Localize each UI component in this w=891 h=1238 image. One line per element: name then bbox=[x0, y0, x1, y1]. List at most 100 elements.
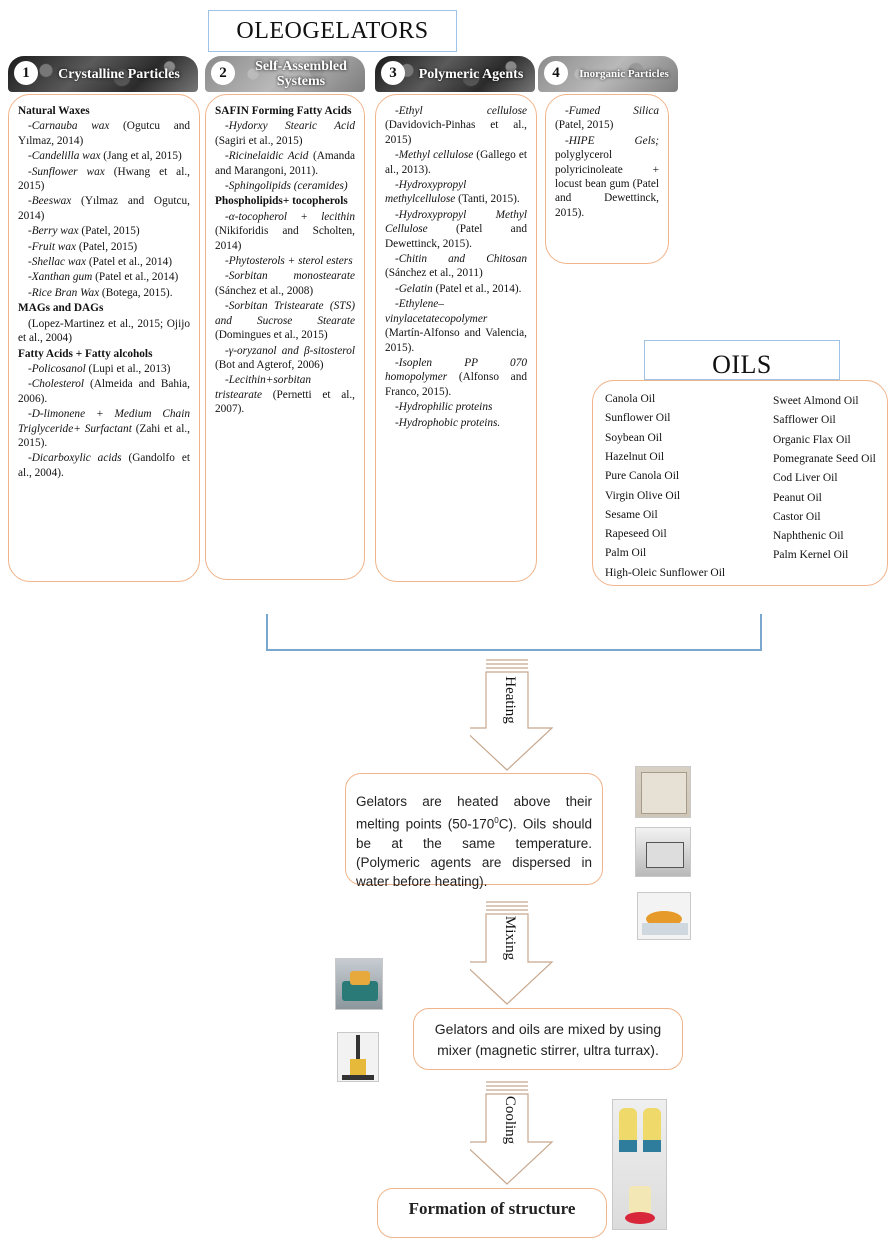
gelator-name: -Ethyl cellulose bbox=[395, 105, 527, 117]
gelator-name: -Carnauba wax bbox=[28, 120, 110, 133]
gelator-name: -Ricinelaidic Acid bbox=[225, 150, 309, 163]
oil-item: Rapeseed Oil bbox=[605, 528, 667, 541]
gelator-citation: polyglycerol polyricinoleate + locust be… bbox=[555, 149, 659, 219]
oil-item: Sesame Oil bbox=[605, 508, 658, 521]
category-number-2: 2 bbox=[211, 61, 235, 85]
gelator-citation: (Patel et al., 2014) bbox=[86, 256, 173, 269]
gelator-citation: (Botega, 2015). bbox=[99, 286, 173, 299]
heating-step-box: Gelators are heated above their melting … bbox=[345, 773, 603, 889]
oleogelators-title: OLEOGELATORS bbox=[236, 18, 429, 44]
category-box-crystalline: Natural Waxes-Carnauba wax (Ogutcu and Y… bbox=[8, 94, 200, 582]
gelator-citation: (Domingues et al., 2015) bbox=[215, 329, 328, 342]
gelator-citation: (Gandolfo et al., 2004). bbox=[18, 452, 191, 479]
gelator-name: -Hydorxy Stearic Acid bbox=[225, 120, 355, 133]
group-heading: MAGs and DAGs bbox=[18, 302, 104, 315]
gelator-name: -Fumed Silica bbox=[565, 105, 659, 117]
oil-item: Hazelnut Oil bbox=[605, 450, 665, 463]
oil-item: Safflower Oil bbox=[773, 414, 836, 427]
gelator-name: -Policosanol bbox=[28, 362, 86, 375]
category-box-self-assembled: SAFIN Forming Fatty Acids -Hydorxy Steari… bbox=[205, 94, 365, 580]
oils-title-box: OILS bbox=[644, 340, 840, 380]
gelator-citation: (Sánchez et al., 2011) bbox=[385, 267, 483, 280]
gelator-item: -Methyl cellulose (Gallego et al., 2013)… bbox=[385, 148, 527, 177]
gelator-item: -D-limonene + Medium Chain Triglyceride+… bbox=[18, 407, 190, 450]
oil-item: Canola Oil bbox=[605, 393, 656, 405]
gelator-item: -Hydrophobic proteins. bbox=[385, 416, 527, 430]
category-header-1: 1 Crystalline Particles bbox=[8, 56, 198, 92]
gelator-item: -HIPE Gels; polyglycerol polyricinoleate… bbox=[555, 134, 659, 220]
gelator-name: -Phytosterols + sterol esters bbox=[225, 255, 353, 268]
gelator-name: -Shellac wax bbox=[28, 256, 87, 269]
gelator-name: -Gelatin bbox=[395, 282, 433, 295]
oil-item: Soybean Oil bbox=[605, 431, 663, 444]
oil-item: Virgin Olive Oil bbox=[605, 489, 681, 502]
gelator-name: -D-limonene + Medium Chain Triglyceride+… bbox=[18, 408, 190, 435]
category-number-1: 1 bbox=[14, 61, 38, 85]
gelator-name: -Chitin and Chitosan bbox=[395, 253, 527, 266]
gelator-citation: (Ogutcu and Yılmaz, 2014) bbox=[18, 120, 191, 147]
group-heading: Fatty Acids + Fatty alcohols bbox=[18, 347, 153, 360]
gelator-item: -Gelatin (Patel et al., 2014). bbox=[385, 282, 527, 296]
gelator-name: -Sunflower wax bbox=[28, 165, 105, 178]
gelator-name: -HIPE Gels; bbox=[565, 134, 659, 147]
heating-text: Gelators are heated above their melting … bbox=[356, 794, 592, 832]
oil-item: Castor Oil bbox=[773, 510, 821, 523]
gelator-name: -Hydrophilic proteins bbox=[395, 401, 493, 414]
gelator-item: -Fruit wax (Patel, 2015) bbox=[18, 240, 190, 254]
oil-item: Sunflower Oil bbox=[605, 412, 671, 425]
gelator-citation: (Martín-Alfonso and Valencia, 2015). bbox=[385, 327, 527, 354]
gelator-citation: (Jang et al, 2015) bbox=[100, 150, 182, 163]
gelator-item: -Fumed Silica (Patel, 2015) bbox=[555, 104, 659, 133]
oil-item: Palm Kernel Oil bbox=[773, 549, 849, 562]
gelator-item: -Policosanol (Lupi et al., 2013) bbox=[18, 362, 190, 376]
gelator-name: -Cholesterol bbox=[28, 378, 85, 391]
group-heading: SAFIN Forming Fatty Acids bbox=[215, 105, 352, 117]
mixing-arrow bbox=[470, 901, 554, 1005]
gelator-citation: (Patel, 2015) bbox=[555, 119, 614, 132]
gelator-name: -Berry wax bbox=[28, 225, 79, 238]
gelator-item: -Isoplen PP 070 homopolymer (Alfonso and… bbox=[385, 356, 527, 399]
gelator-item: -Hydroxypropyl methylcellulose (Tanti, 2… bbox=[385, 178, 527, 207]
category-header-3: 3 Polymeric Agents bbox=[375, 56, 535, 92]
gelator-name: -Ethylene–vinylacetatecopolymer bbox=[385, 298, 488, 325]
formation-step-box: Formation of structure bbox=[377, 1188, 607, 1238]
oil-item: Peanut Oil bbox=[773, 491, 822, 504]
gelator-item: -Ricinelaidic Acid (Amanda and Marangoni… bbox=[215, 149, 355, 178]
gelator-item: -Lecithin+sorbitan tristearate (Pernetti… bbox=[215, 373, 355, 416]
gelator-name: -Dicarboxylic acids bbox=[28, 452, 122, 465]
gelator-name: -Sorbitan monostearate bbox=[225, 270, 355, 283]
gelator-name: -Beeswax bbox=[28, 195, 72, 208]
gelator-name: -Hydroxypropyl methylcellulose bbox=[385, 179, 467, 206]
gelator-item: -Rice Bran Wax (Botega, 2015). bbox=[18, 286, 190, 300]
mixing-label: Mixing bbox=[502, 915, 518, 961]
formation-text: Formation of structure bbox=[408, 1199, 576, 1218]
heating-label: Heating bbox=[502, 676, 518, 724]
connector-left-vertical bbox=[266, 614, 268, 650]
heating-arrow bbox=[470, 659, 554, 771]
gelator-citation: (Lupi et al., 2013) bbox=[85, 362, 171, 375]
mixing-step-box: Gelators and oils are mixed by using mix… bbox=[413, 1008, 683, 1070]
oil-item: Cod Liver Oil bbox=[773, 472, 838, 485]
category-label-3: Polymeric Agents bbox=[418, 66, 524, 82]
gelator-name: -α-tocopherol + lecithin bbox=[225, 210, 355, 223]
heating-text-continued: C). Oils should be at the same temperatu… bbox=[356, 816, 592, 889]
connector-right-vertical bbox=[760, 614, 762, 650]
gelator-item: -α-tocopherol + lecithin (Nikiforidis an… bbox=[215, 210, 355, 253]
oil-item: Pure Canola Oil bbox=[605, 470, 680, 483]
oil-item: Pomegranate Seed Oil bbox=[773, 452, 876, 465]
gelator-item: -Carnauba wax (Ogutcu and Yılmaz, 2014) bbox=[18, 119, 190, 148]
mixing-text: Gelators and oils are mixed by using mix… bbox=[434, 1021, 662, 1058]
category-box-polymeric: -Ethyl cellulose (Davidovich-Pinhas et a… bbox=[375, 94, 537, 582]
gelator-name: -Fruit wax bbox=[28, 240, 77, 253]
cooling-label: Cooling bbox=[502, 1095, 518, 1145]
ultra-turrax-photo bbox=[337, 1032, 379, 1082]
water-bath-photo bbox=[635, 827, 691, 877]
gelator-citation: (Zahi et al., 2015). bbox=[18, 422, 190, 449]
gelator-item: -Sphingolipids (ceramides) bbox=[215, 179, 355, 193]
oils-title: OILS bbox=[712, 350, 772, 379]
gelator-name: -Candelilla wax bbox=[28, 150, 101, 163]
gelator-citation: (Alfonso and Franco, 2015). bbox=[385, 371, 527, 398]
gelator-citation: (Amanda and Marangoni, 2011). bbox=[215, 150, 355, 177]
gelator-citation: (Bot and Agterof, 2006) bbox=[215, 358, 324, 371]
